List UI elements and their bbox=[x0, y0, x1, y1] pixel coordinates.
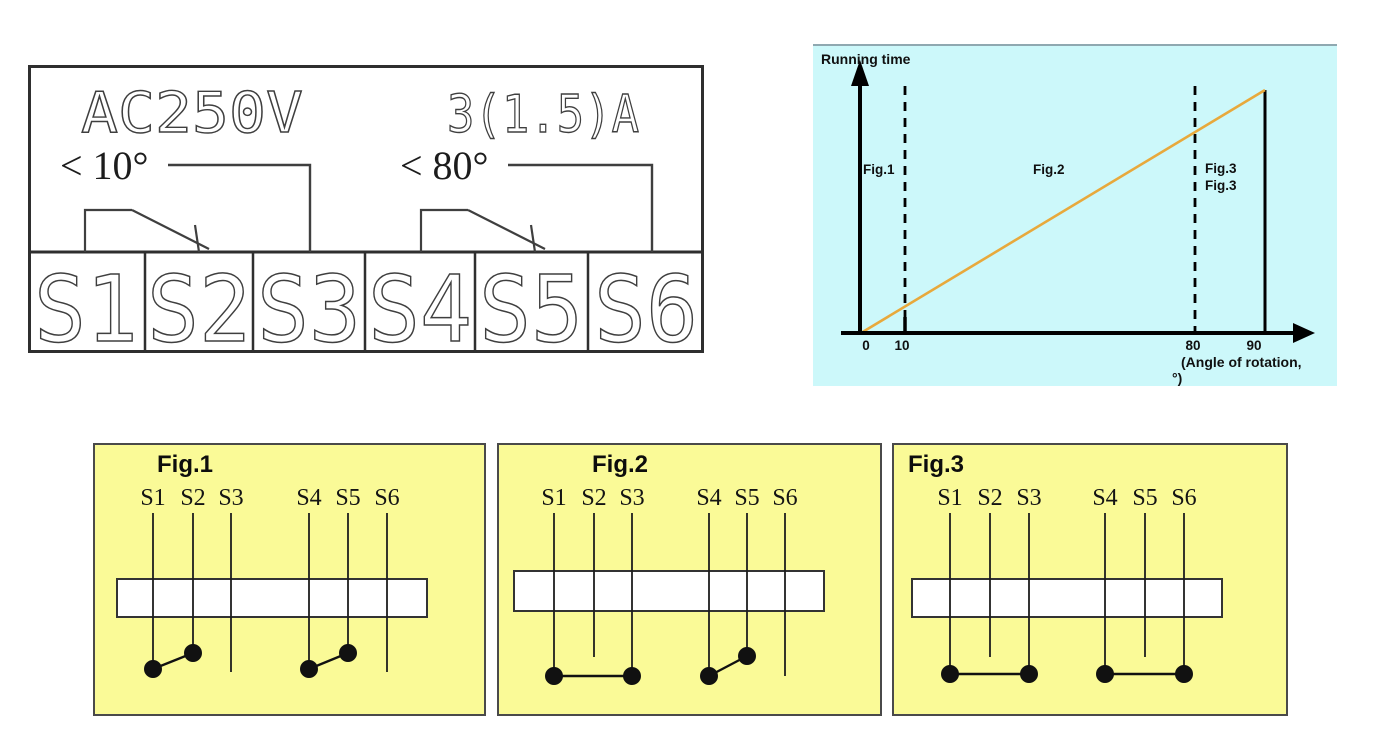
right-angle-lead-line bbox=[508, 163, 654, 252]
x-tick-label-0: 0 bbox=[862, 338, 870, 353]
x-axis-title-line1: (Angle of rotation, bbox=[1181, 354, 1302, 370]
fig2-cam-band bbox=[513, 570, 825, 612]
x-axis-arrow-icon bbox=[1293, 323, 1315, 343]
fig1-terminal-labels: S1 S2 S3 S4 S5 S6 bbox=[140, 485, 399, 511]
running-time-chart: Running time Fig.1 Fig.2 Fig.3 Fig.3 0 1… bbox=[821, 51, 1315, 386]
fig2-contact-dot-s5 bbox=[738, 647, 756, 665]
fig1-label-s6: S6 bbox=[374, 485, 399, 511]
fig3-label-s6: S6 bbox=[1171, 485, 1196, 511]
right-switch-contact-tick bbox=[529, 224, 537, 253]
fig3-contact-dot-s6 bbox=[1175, 665, 1193, 683]
fig1-box: Fig.1 S1 S2 S3 S4 S5 S6 bbox=[93, 443, 486, 716]
terminal-label-s3: S3 bbox=[257, 256, 361, 353]
fig2-contact-dot-s4 bbox=[700, 667, 718, 685]
terminal-label-s2: S2 bbox=[147, 256, 251, 353]
left-switch-contact-tick bbox=[193, 224, 201, 253]
fig1-title: Fig.1 bbox=[157, 451, 214, 478]
terminal-label-s5: S5 bbox=[479, 256, 583, 353]
fig1-cam-band bbox=[116, 578, 428, 618]
fig2-label-s3: S3 bbox=[619, 485, 644, 511]
fig3-label-s1: S1 bbox=[937, 485, 962, 511]
fig3-label-s5: S5 bbox=[1132, 485, 1157, 511]
fig3-contact-dot-s3 bbox=[1020, 665, 1038, 683]
fig1-closed-contacts bbox=[144, 644, 357, 678]
terminal-label-s4: S4 bbox=[368, 256, 472, 353]
terminal-label-s6: S6 bbox=[594, 256, 698, 353]
fig1-switch-state-diagram: S1 S2 S3 S4 S5 S6 bbox=[116, 485, 428, 678]
region-label-fig3a: Fig.3 bbox=[1205, 161, 1237, 176]
fig3-title: Fig.3 bbox=[908, 451, 965, 478]
fig3-label-s2: S2 bbox=[977, 485, 1002, 511]
x-axis-title-line2: °) bbox=[1172, 370, 1182, 386]
terminal-labels: S1 S2 S3 S4 S5 S6 bbox=[33, 255, 699, 353]
fig2-title: Fig.2 bbox=[592, 451, 649, 478]
fig1-label-s2: S2 bbox=[180, 485, 205, 511]
region-label-fig2: Fig.2 bbox=[1033, 162, 1065, 177]
left-angle-lead-line bbox=[168, 163, 312, 252]
fig1-label-s1: S1 bbox=[140, 485, 165, 511]
fig2-box: Fig.2 S1 S2 S3 S4 S5 S6 bbox=[497, 443, 882, 716]
fig3-contact-dot-s1 bbox=[941, 665, 959, 683]
fig1-terminal-lines bbox=[152, 513, 388, 672]
fig2-terminal-labels: S1 S2 S3 S4 S5 S6 bbox=[541, 485, 797, 511]
fig2-closed-contacts bbox=[545, 647, 756, 685]
x-tick-label-80: 80 bbox=[1185, 338, 1200, 353]
fig1-contact-dot-s1 bbox=[144, 660, 162, 678]
left-switch-symbol bbox=[83, 208, 210, 253]
terminal-wiring-diagram: AC250V 3(1.5)A < 10° < 80° S1 S2 S3 S4 S… bbox=[28, 65, 704, 353]
fig1-contact-dot-s5 bbox=[339, 644, 357, 662]
fig1-label-s5: S5 bbox=[335, 485, 360, 511]
fig2-label-s1: S1 bbox=[541, 485, 566, 511]
fig2-label-s2: S2 bbox=[581, 485, 606, 511]
fig1-label-s4: S4 bbox=[296, 485, 321, 511]
fig2-contact-dot-s3 bbox=[623, 667, 641, 685]
terminal-label-s1: S1 bbox=[34, 256, 138, 353]
fig2-terminal-lines bbox=[553, 513, 786, 676]
fig1-contact-dot-s4 bbox=[300, 660, 318, 678]
fig3-terminal-lines bbox=[949, 513, 1185, 674]
current-rating-text: 3(1.5)A bbox=[447, 85, 639, 145]
fig3-box: Fig.3 S1 S2 S3 S4 S5 S6 bbox=[892, 443, 1288, 716]
region-label-fig1: Fig.1 bbox=[863, 162, 895, 177]
fig3-cam-band bbox=[911, 578, 1223, 618]
fig3-terminal-labels: S1 S2 S3 S4 S5 S6 bbox=[937, 485, 1196, 511]
fig1-label-s3: S3 bbox=[218, 485, 243, 511]
voltage-rating-text: AC250V bbox=[81, 81, 303, 146]
right-angle-label: < 80° bbox=[400, 143, 489, 188]
fig2-contact-dot-s1 bbox=[545, 667, 563, 685]
fig3-switch-state-diagram: S1 S2 S3 S4 S5 S6 bbox=[911, 485, 1223, 683]
fig2-label-s4: S4 bbox=[696, 485, 721, 511]
y-axis-arrow-icon bbox=[851, 60, 869, 86]
fig3-label-s4: S4 bbox=[1092, 485, 1117, 511]
fig3-label-s3: S3 bbox=[1016, 485, 1041, 511]
x-tick-label-10: 10 bbox=[894, 338, 909, 353]
running-time-series-line bbox=[860, 88, 1266, 335]
fig2-label-s6: S6 bbox=[772, 485, 797, 511]
x-tick-label-90: 90 bbox=[1246, 338, 1261, 353]
fig3-contact-dot-s4 bbox=[1096, 665, 1114, 683]
terminal-dividers bbox=[143, 252, 590, 353]
running-time-chart-panel: Running time Fig.1 Fig.2 Fig.3 Fig.3 0 1… bbox=[813, 44, 1337, 386]
y-axis-title: Running time bbox=[821, 51, 911, 67]
fig1-contact-dot-s2 bbox=[184, 644, 202, 662]
fig3-closed-contacts bbox=[941, 665, 1193, 683]
left-angle-label: < 10° bbox=[60, 143, 149, 188]
right-switch-symbol bbox=[419, 208, 546, 253]
region-label-fig3b: Fig.3 bbox=[1205, 178, 1237, 193]
fig2-label-s5: S5 bbox=[734, 485, 759, 511]
fig2-switch-state-diagram: S1 S2 S3 S4 S5 S6 bbox=[513, 485, 825, 685]
